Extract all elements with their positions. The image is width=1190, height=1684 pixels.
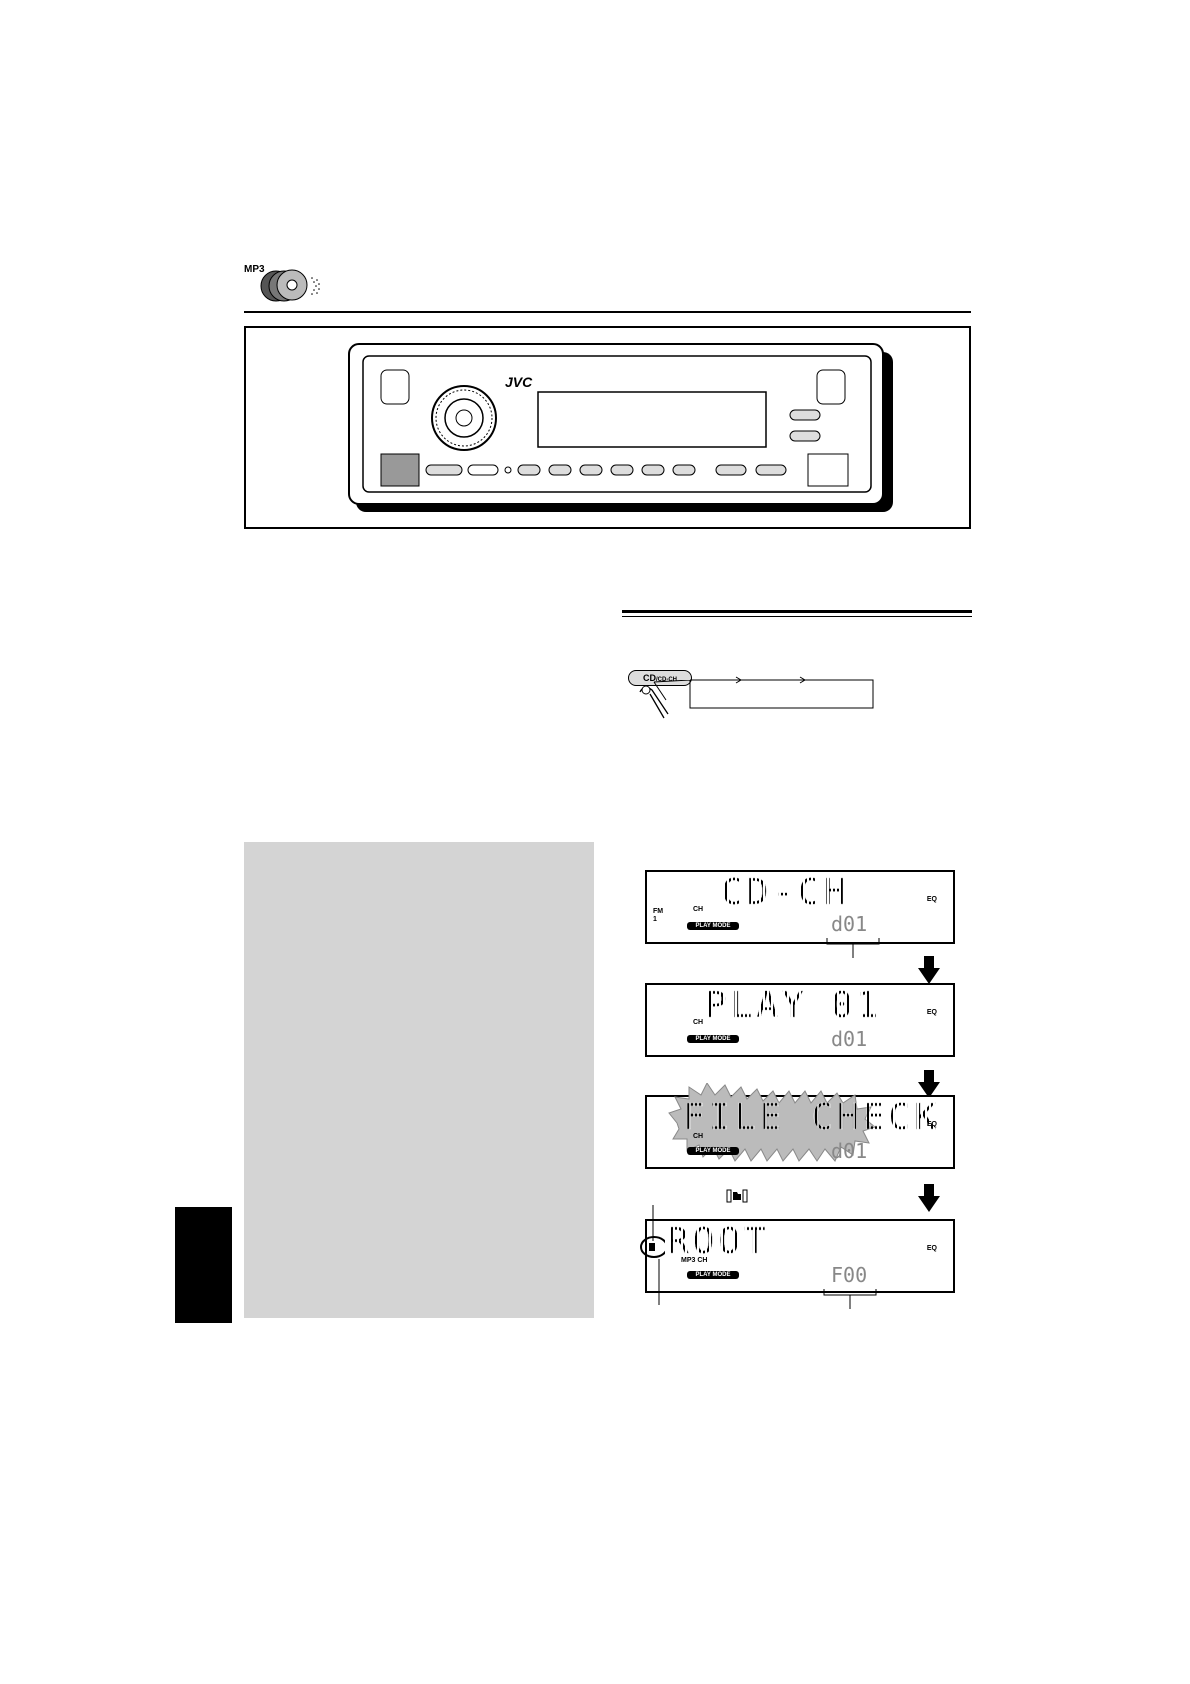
- brand-logo: JVC: [505, 374, 533, 390]
- display-main-text: ROOT: [667, 1221, 770, 1262]
- play-mode-indicator: PLAY MODE: [687, 1271, 739, 1279]
- down-arrow-icon: [918, 1070, 940, 1098]
- folder-indicator-callout: [640, 1205, 665, 1305]
- lcd-display-play: PLAY 01 CH PLAY MODE EQ d01: [645, 983, 955, 1057]
- lcd-display-cd-ch: CD-CH FM 1 CH PLAY MODE EQ d01: [645, 870, 955, 944]
- eq-indicator: EQ: [926, 896, 937, 903]
- disc-number-callout: [826, 938, 880, 958]
- disc-number-display: d01: [831, 1027, 868, 1051]
- display-main-text: FILE CHECK: [683, 1097, 940, 1138]
- cd-source-button: CD/CD-CH: [628, 670, 692, 686]
- language-tab: [175, 1207, 232, 1323]
- lcd-display-root: ROOT MP3 CH PLAY MODE EQ F00: [645, 1219, 955, 1293]
- disc-number-display: d01: [831, 912, 868, 936]
- band-label: FM: [653, 908, 664, 915]
- cd-button-sublabel: /CD-CH: [656, 677, 677, 683]
- ch-indicator: CH: [693, 906, 704, 913]
- display-main-text: PLAY: [705, 985, 808, 1026]
- flashing-burst-icon: [668, 1083, 877, 1162]
- header-rule: [244, 311, 971, 313]
- mp3-disc-icon: MP3: [244, 262, 334, 302]
- eq-indicator: EQ: [926, 1245, 937, 1252]
- car-stereo-illustration: [348, 343, 893, 512]
- down-arrow-icon: [918, 956, 940, 984]
- disc-icon: [260, 269, 320, 302]
- ch-indicator: CH: [693, 1019, 704, 1026]
- mp3-logo-label: MP3: [244, 264, 265, 275]
- eq-indicator: EQ: [926, 1121, 937, 1128]
- ch-indicator: CH: [693, 1133, 704, 1140]
- disc-number-display: d01: [831, 1139, 868, 1163]
- unit-illustration-frame: JVC: [244, 326, 971, 529]
- folder-icon: [726, 1189, 748, 1203]
- lcd-display-file-check: FILE CHECK CH PLAY MODE EQ d01: [645, 1083, 955, 1169]
- display-track-number: 01: [831, 985, 883, 1026]
- folder-number-display: F00: [831, 1263, 868, 1287]
- section-rule: [622, 610, 972, 613]
- play-mode-indicator: PLAY MODE: [687, 1147, 739, 1155]
- info-panel: [244, 842, 594, 1318]
- display-main-text: CD-CH: [721, 872, 850, 913]
- cd-button-label: CD: [643, 673, 656, 683]
- play-mode-indicator: PLAY MODE: [687, 1035, 739, 1043]
- eq-indicator: EQ: [926, 1009, 937, 1016]
- play-mode-indicator: PLAY MODE: [687, 922, 739, 930]
- band-number: 1: [653, 916, 657, 923]
- down-arrow-icon: [918, 1184, 940, 1212]
- finger-press-icon: [639, 676, 874, 719]
- folder-number-callout: [823, 1289, 877, 1309]
- source-button-illustration: CD/CD-CH: [628, 670, 878, 740]
- mp3-ch-indicator: MP3 CH: [681, 1257, 708, 1264]
- section-rule-thin: [622, 616, 972, 617]
